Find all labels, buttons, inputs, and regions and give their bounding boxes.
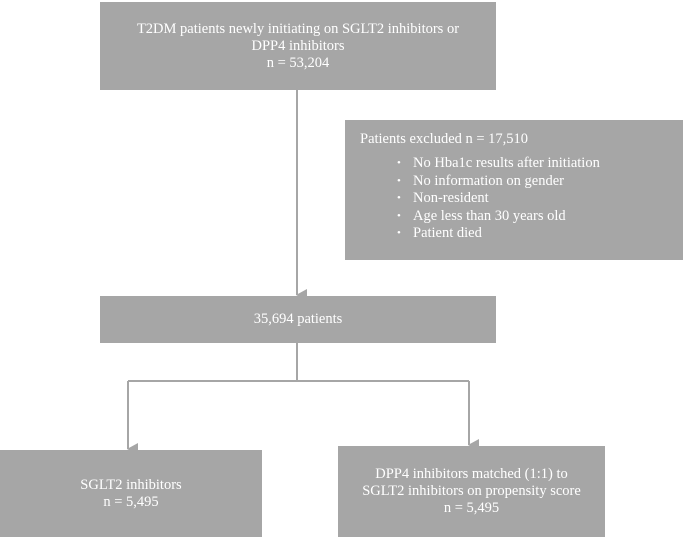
initial-box-count: n = 53,204 [266,54,330,71]
bullet-icon: • [397,174,401,187]
dpp4-box-line2: SGLT2 inhibitors on propensity score [362,483,581,499]
bullet-icon: • [397,192,401,204]
exclusion-reasons-list: • No Hba1c results after initiation • No i… [360,155,600,243]
dpp4-box-count: n = 5,495 [443,500,500,516]
sglt2-box-count: n = 5,495 [103,493,159,510]
sglt2-box-label: SGLT2 inhibitors [80,476,182,493]
exclusion-reason-text: No Hba1c results after initiation [413,155,600,171]
excluded-patients-box: Patients excluded n = 17,510 • No Hba1c r… [345,120,683,260]
exclusion-reason-text: No information on gender [413,172,565,189]
sglt2-group-box: SGLT2 inhibitors n = 5,495 [0,450,262,537]
exclusion-reason-text: Age less than 30 years old [413,207,566,224]
bullet-icon: • [397,157,401,169]
excluded-box-title: Patients excluded n = 17,510 [360,131,529,147]
exclusion-reason-item: • Non-resident [360,190,600,208]
exclusion-reason-item: • No Hba1c results after initiation [360,155,600,173]
cohort-box: 35,694 patients [100,296,496,343]
exclusion-reason-text: Patient died [413,225,482,241]
initial-patients-box: T2DM patients newly initiating on SGLT2 … [100,2,496,90]
initial-box-line2: DPP4 inhibitors [251,37,345,54]
cohort-box-label: 35,694 patients [253,311,343,327]
exclusion-reason-item: • No information on gender [360,173,600,191]
exclusion-reason-item: • Age less than 30 years old [360,208,600,226]
bullet-icon: • [397,209,401,222]
exclusion-reason-item: • Patient died [360,225,600,243]
exclusion-reason-text: Non-resident [413,190,489,206]
bullet-icon: • [397,227,401,239]
dpp4-box-line1: DPP4 inhibitors matched (1:1) to [375,466,568,482]
initial-box-line1: T2DM patients newly initiating on SGLT2 … [136,20,460,37]
dpp4-group-box: DPP4 inhibitors matched (1:1) to SGLT2 i… [338,446,605,537]
